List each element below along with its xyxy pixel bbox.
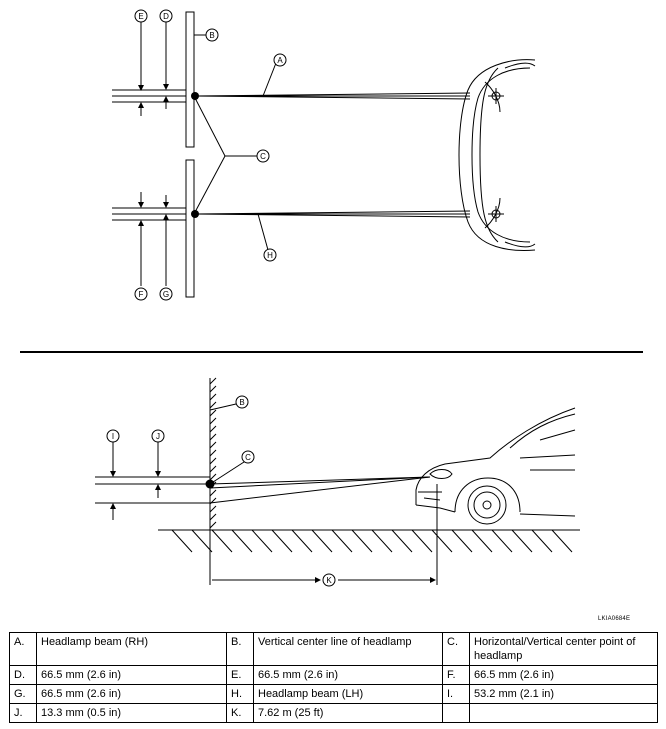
svg-text:K: K xyxy=(326,576,332,585)
svg-text:C: C xyxy=(245,453,251,462)
legend-value: Vertical center line of headlamp xyxy=(253,632,443,666)
legend-row: G. 66.5 mm (2.6 in) H. Headlamp beam (LH… xyxy=(9,684,658,704)
callout-d: D xyxy=(159,9,173,23)
callout-c-side: C xyxy=(241,450,255,464)
center-point-upper xyxy=(191,92,199,100)
screen-upper xyxy=(185,11,195,148)
svg-text:C: C xyxy=(260,152,266,161)
car-front-top xyxy=(458,59,536,251)
figure-id: LKIA0684E xyxy=(598,616,631,622)
center-point-lower xyxy=(191,210,199,218)
legend-key: C. xyxy=(442,632,470,666)
legend-value: 66.5 mm (2.6 in) xyxy=(253,665,443,685)
car-side xyxy=(415,407,576,525)
svg-text:D: D xyxy=(163,12,169,21)
svg-text:B: B xyxy=(239,398,244,407)
legend-value: 66.5 mm (2.6 in) xyxy=(36,684,227,704)
legend-table: A. Headlamp beam (RH) B. Vertical center… xyxy=(9,632,658,723)
callout-a: A xyxy=(273,53,287,67)
callout-c: C xyxy=(256,149,270,163)
legend-key: K. xyxy=(226,703,254,723)
legend-value: Horizontal/Vertical center point of head… xyxy=(469,632,658,666)
legend-value: Headlamp beam (RH) xyxy=(36,632,227,666)
legend-value: Headlamp beam (LH) xyxy=(253,684,443,704)
svg-text:B: B xyxy=(209,31,214,40)
callout-b: B xyxy=(205,28,219,42)
legend-key: B. xyxy=(226,632,254,666)
legend-key xyxy=(442,703,470,723)
legend-value xyxy=(469,703,658,723)
callout-g: G xyxy=(159,287,173,301)
legend-value: 13.3 mm (0.5 in) xyxy=(36,703,227,723)
legend-key: E. xyxy=(226,665,254,685)
center-point-side xyxy=(205,479,215,489)
legend-value: 7.62 m (25 ft) xyxy=(253,703,443,723)
callout-h: H xyxy=(263,248,277,262)
callout-f: F xyxy=(134,287,148,301)
legend-value: 66.5 mm (2.6 in) xyxy=(469,665,658,685)
callout-k: K xyxy=(322,573,336,587)
svg-text:H: H xyxy=(267,251,273,260)
top-view xyxy=(112,11,536,298)
svg-text:F: F xyxy=(139,290,144,299)
legend-value: 66.5 mm (2.6 in) xyxy=(36,665,227,685)
ground-hatch xyxy=(171,529,573,553)
top-view-callouts: E D B A C H F G xyxy=(134,9,287,301)
headlamp-aiming-diagram: E D B A C H F G xyxy=(20,9,643,587)
callout-e: E xyxy=(134,9,148,23)
svg-text:I: I xyxy=(112,432,114,441)
callout-b-side: B xyxy=(235,395,249,409)
svg-text:J: J xyxy=(156,432,160,441)
svg-text:A: A xyxy=(277,56,283,65)
legend-value: 53.2 mm (2.1 in) xyxy=(469,684,658,704)
legend-key: I. xyxy=(442,684,470,704)
svg-text:E: E xyxy=(138,12,143,21)
side-view-callouts: I J B C K xyxy=(106,395,336,587)
wall-hatch xyxy=(209,377,217,529)
legend-key: H. xyxy=(226,684,254,704)
side-view xyxy=(95,377,580,585)
screen-lower xyxy=(185,159,195,298)
legend-row: J. 13.3 mm (0.5 in) K. 7.62 m (25 ft) xyxy=(9,703,658,723)
legend-key: J. xyxy=(9,703,37,723)
legend-row: D. 66.5 mm (2.6 in) E. 66.5 mm (2.6 in) … xyxy=(9,665,658,685)
legend-key: D. xyxy=(9,665,37,685)
legend-row: A. Headlamp beam (RH) B. Vertical center… xyxy=(9,632,658,666)
callout-j: J xyxy=(151,429,165,443)
svg-text:G: G xyxy=(163,290,169,299)
legend-key: A. xyxy=(9,632,37,666)
legend-key: G. xyxy=(9,684,37,704)
legend-key: F. xyxy=(442,665,470,685)
callout-i: I xyxy=(106,429,120,443)
